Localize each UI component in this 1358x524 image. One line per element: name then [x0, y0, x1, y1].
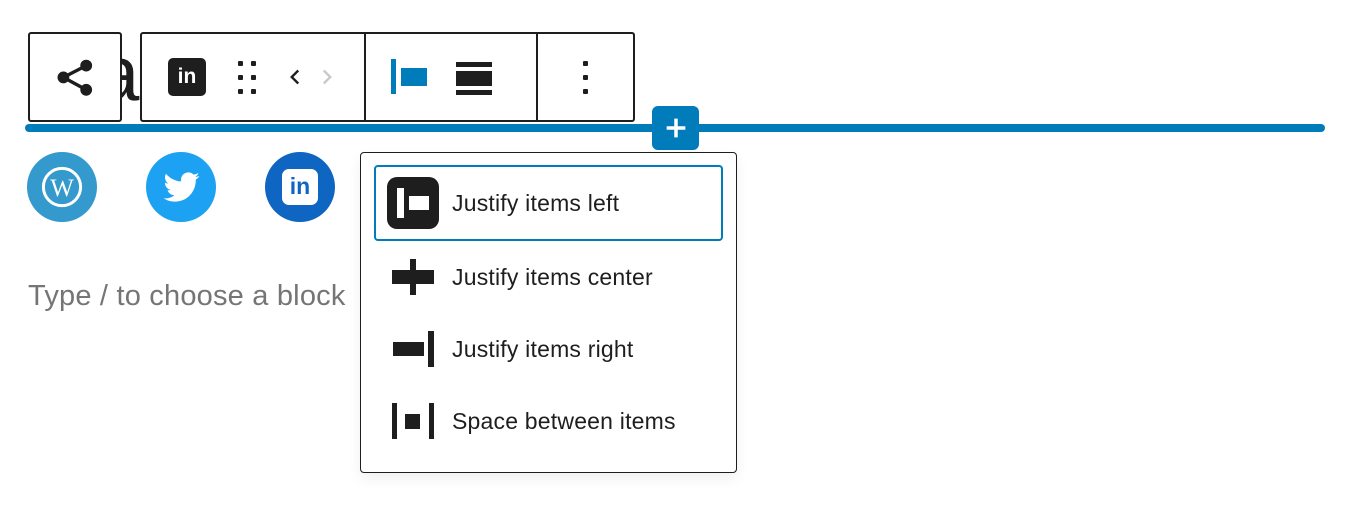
menu-item-justify-right[interactable]: Justify items right	[374, 313, 723, 385]
chevron-right-icon	[322, 69, 332, 85]
toolbar-group-block: in	[142, 34, 366, 120]
space-between-icon	[392, 403, 434, 439]
wordpress-social-icon[interactable]: W	[27, 152, 97, 222]
wordpress-icon: W	[41, 166, 83, 208]
block-toolbar: in	[140, 32, 635, 122]
toolbar-group-alignment	[366, 34, 538, 120]
justify-right-icon	[393, 331, 434, 367]
linkedin-block-button[interactable]: in	[168, 58, 206, 96]
menu-item-justify-center[interactable]: Justify items center	[374, 241, 723, 313]
justification-menu: Justify items left Justify items center …	[360, 152, 737, 473]
chevron-left-icon	[290, 69, 300, 85]
vertical-align-middle-icon	[456, 62, 492, 95]
twitter-icon	[163, 172, 200, 202]
more-vertical-icon	[583, 60, 588, 94]
move-left-button[interactable]	[282, 64, 308, 90]
justify-center-icon	[392, 259, 434, 295]
options-button[interactable]	[583, 60, 588, 94]
menu-item-label: Justify items right	[452, 335, 634, 362]
vertical-align-button[interactable]	[454, 57, 494, 97]
select-parent-block-button[interactable]	[28, 32, 122, 122]
menu-item-label: Justify items center	[452, 263, 653, 290]
drag-handle-icon[interactable]	[238, 60, 256, 94]
plus-icon	[666, 118, 685, 138]
linkedin-icon: in	[282, 169, 318, 205]
linkedin-social-icon[interactable]: in	[265, 152, 335, 222]
block-placeholder-text[interactable]: Type / to choose a block	[28, 280, 346, 312]
menu-item-space-between[interactable]: Space between items	[374, 385, 723, 457]
linkedin-icon: in	[177, 64, 197, 88]
move-right-button[interactable]	[314, 64, 340, 90]
menu-item-label: Space between items	[452, 407, 676, 434]
toolbar-group-options	[538, 34, 633, 120]
twitter-social-icon[interactable]	[146, 152, 216, 222]
justify-left-icon	[387, 177, 439, 229]
share-icon	[57, 59, 93, 96]
justify-left-icon	[391, 59, 427, 94]
justify-items-button[interactable]	[386, 54, 432, 100]
menu-item-justify-left[interactable]: Justify items left	[374, 165, 723, 241]
menu-item-label: Justify items left	[452, 189, 620, 216]
add-block-button[interactable]	[652, 106, 699, 150]
svg-text:W: W	[50, 175, 74, 202]
